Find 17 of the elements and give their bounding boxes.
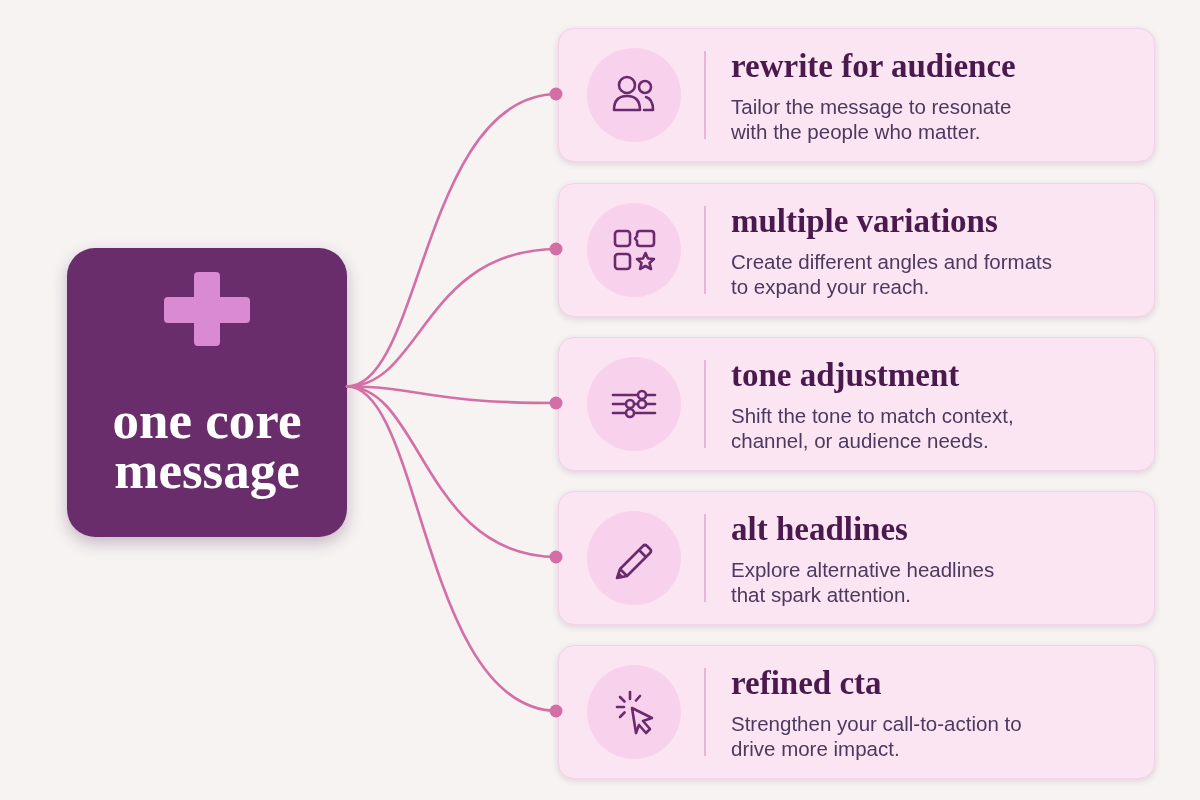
feature-card xyxy=(558,28,1155,162)
core-message-box xyxy=(67,248,347,537)
feature-card xyxy=(558,183,1155,317)
card-title: tone adjustment xyxy=(731,357,960,393)
connector xyxy=(345,385,563,718)
card-description: Strengthen your call-to-action to drive more impact. xyxy=(731,711,1023,761)
card-title: alt headlines xyxy=(731,511,908,547)
card-title: refined cta xyxy=(731,665,882,701)
feature-card xyxy=(558,491,1155,625)
card-description: Explore alternative headlines that spark attention. xyxy=(731,557,996,607)
card-description: Create different angles and formats to expand your reach. xyxy=(731,249,1053,299)
feature-card xyxy=(558,645,1155,779)
feature-card xyxy=(558,337,1155,471)
card-description: Shift the tone to match context, channel, or audience needs. xyxy=(731,403,1015,453)
card-title: rewrite for audience xyxy=(731,48,1016,84)
card-description: Tailor the message to resonate with the people who matter. xyxy=(731,94,1013,144)
card-title: multiple variations xyxy=(731,203,998,239)
